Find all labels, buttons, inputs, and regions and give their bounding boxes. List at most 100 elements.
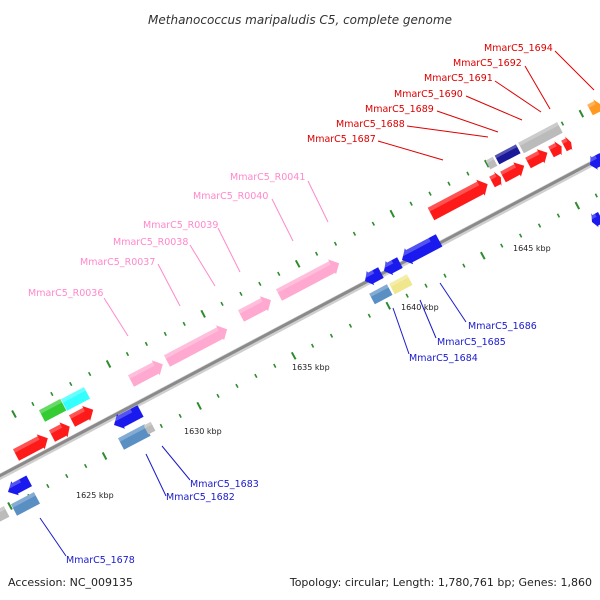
tick-label-1625: 1625 kbp: [76, 491, 114, 500]
leader-1683: [161, 445, 191, 481]
tick-mark: [556, 213, 561, 218]
tick-label-1640: 1640 kbp: [401, 303, 439, 312]
tick-mark: [352, 231, 357, 236]
gene-1686-highlight: [398, 237, 431, 258]
trna-r0036-highlight: [128, 362, 155, 379]
leader-r0037: [157, 263, 181, 307]
gene-1688-highlight: [489, 173, 497, 180]
tick-mark: [578, 109, 585, 118]
tick-mark: [466, 171, 470, 176]
tick-mark: [144, 341, 149, 347]
tick-mark: [273, 363, 277, 368]
tick-mark: [574, 201, 581, 210]
tick-mark: [277, 271, 281, 276]
tick-mark: [314, 251, 319, 256]
gene-1690-highlight: [525, 151, 540, 161]
backbone-line-core: [0, 156, 600, 478]
tick-mark: [367, 313, 372, 318]
tick-mark: [178, 413, 182, 418]
gene-green: [39, 399, 67, 422]
gene-1687: [427, 179, 488, 221]
tick-mark: [290, 351, 297, 360]
label-1692: MmarC5_1692: [453, 58, 522, 69]
tick-mark: [594, 193, 598, 198]
gene-right-blue: [590, 153, 600, 170]
tick-mark: [65, 473, 69, 479]
gene-right-blue-highlight: [587, 155, 597, 163]
tick-mark: [159, 423, 163, 429]
leader-r0041: [307, 180, 329, 223]
tick-mark: [46, 483, 50, 489]
gene-1684b-highlight: [389, 274, 409, 287]
tick-mark: [182, 321, 186, 326]
gene-1691-highlight: [548, 143, 557, 150]
trna-r0039: [276, 259, 340, 301]
gene-1678a-highlight: [5, 479, 21, 490]
tick-mark: [239, 291, 243, 296]
gene-1685: [384, 257, 403, 276]
gene-1691: [548, 141, 562, 158]
label-1686: MmarC5_1686: [468, 321, 537, 332]
label-1684: MmarC5_1684: [409, 353, 478, 364]
tick-mark: [254, 373, 258, 378]
trna-r0037-highlight: [164, 327, 219, 359]
tick-mark: [235, 383, 239, 388]
genome-summary-text: Topology: circular; Length: 1,780,761 bp…: [289, 576, 592, 589]
gene-red-l2-highlight: [49, 424, 63, 434]
tick-mark: [31, 401, 35, 407]
gene-red-l1-highlight: [13, 436, 40, 453]
leader-r0039: [217, 227, 241, 273]
gene-cyan: [61, 387, 90, 411]
tick-mark: [405, 293, 409, 298]
tick-dots: [7, 109, 598, 510]
label-1678: MmarC5_1678: [66, 555, 135, 566]
trna-r0039-highlight: [276, 261, 331, 293]
leader-1685: [419, 299, 437, 339]
gene-1682b: [143, 421, 156, 435]
label-1694: MmarC5_1694: [484, 43, 553, 54]
trna-r0036: [128, 360, 163, 387]
gene-cyan-highlight: [61, 387, 86, 403]
trna-r0038-highlight: [238, 298, 263, 314]
tick-label-1635: 1635 kbp: [292, 363, 330, 372]
tick-label-1645: 1645 kbp: [513, 244, 551, 253]
tick-mark: [480, 251, 486, 260]
label-r0041: MmarC5_R0041: [230, 172, 305, 183]
tick-mark: [443, 273, 447, 278]
gene-1689: [500, 162, 525, 183]
leader-r0036: [103, 297, 129, 337]
gene-1690: [525, 149, 548, 169]
gene-gray2: [518, 122, 563, 154]
label-1682: MmarC5_1682: [166, 492, 235, 503]
leader-1688: [406, 125, 489, 138]
tick-mark: [447, 181, 451, 186]
label-1690: MmarC5_1690: [394, 89, 463, 100]
tick-mark: [87, 371, 92, 377]
leader-1687: [377, 140, 444, 161]
tick-mark: [50, 391, 54, 397]
gene-right-blue2: [591, 212, 600, 228]
label-r0038: MmarC5_R0038: [113, 237, 188, 248]
leader-r0040: [271, 198, 294, 242]
gene-1684c-highlight: [369, 284, 389, 297]
tick-mark: [560, 121, 565, 126]
tick-mark: [518, 233, 523, 238]
gene-1684-highlight: [362, 270, 375, 279]
gene-1688: [489, 171, 502, 188]
gene-features: [0, 99, 600, 522]
leader-1678: [39, 517, 67, 557]
gene-1686: [402, 234, 443, 265]
tick-mark: [69, 381, 73, 387]
gene-1684: [365, 267, 384, 286]
gene-1683: [114, 405, 144, 429]
tick-mark: [163, 331, 167, 337]
label-r0040: MmarC5_R0040: [193, 191, 268, 202]
gene-left-gray: [0, 506, 10, 522]
gene-green-highlight: [39, 399, 62, 414]
label-1691: MmarC5_1691: [424, 73, 493, 84]
gene-left-gray-highlight: [0, 506, 6, 513]
gene-navy: [494, 144, 521, 165]
gene-1684c: [369, 284, 393, 305]
label-1687: MmarC5_1687: [307, 134, 376, 145]
